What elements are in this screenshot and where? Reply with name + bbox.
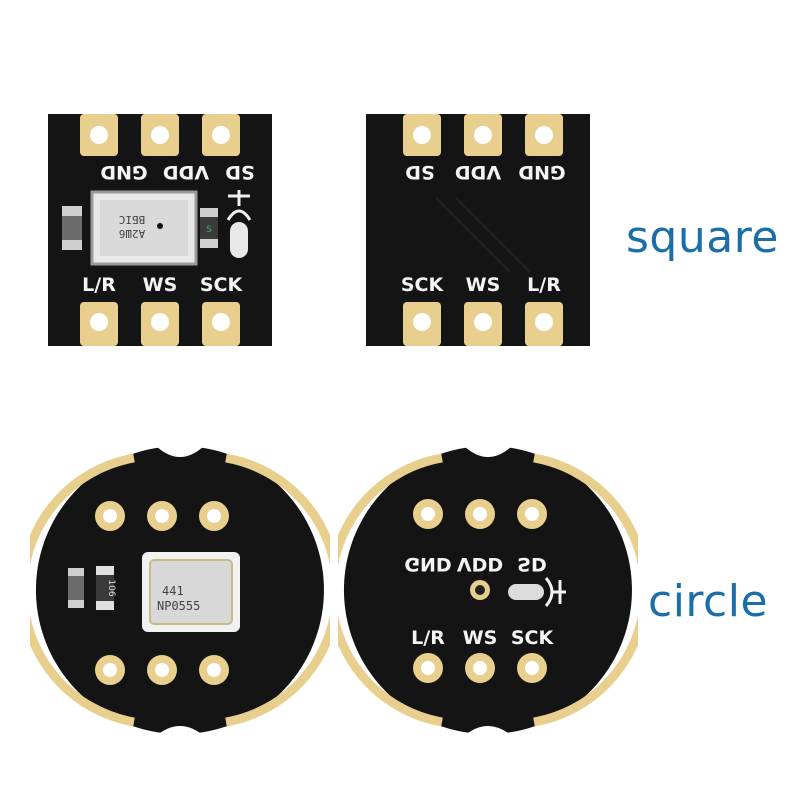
pin-label-ws: WS: [466, 274, 501, 296]
svg-text:106: 106: [106, 579, 116, 596]
svg-text:А2Ш6: А2Ш6: [119, 227, 146, 240]
pin-label-sck: SCK: [511, 627, 555, 649]
pin-label-lr: L/R: [82, 274, 116, 296]
circle-board-front: 106 441 NP0555: [30, 446, 330, 736]
pin-label-sck: SCK: [200, 274, 244, 296]
pin-label-gnd: GND: [100, 161, 147, 183]
pcb-trace: [434, 196, 532, 274]
board-notch: [464, 726, 512, 736]
pin-label-sck: SCK: [401, 274, 445, 296]
pin-label-ws: WS: [463, 627, 498, 649]
svg-text:S: S: [206, 225, 212, 235]
board-notch: [156, 446, 204, 457]
bottom-pads: [403, 302, 563, 346]
pin-label-sd: SD: [517, 553, 546, 575]
pin-label-vdd: VDD: [455, 161, 501, 183]
svg-text:NP0555: NP0555: [157, 599, 200, 613]
pin-label-sd: SD: [225, 161, 254, 183]
microphone-chip: ВБІС А2Ш6: [90, 190, 198, 266]
pin-label-ws: WS: [143, 274, 178, 296]
bottom-pads: [413, 653, 547, 683]
gold-ring-arc: [338, 453, 443, 727]
bottom-pads: [80, 302, 240, 346]
svg-text:441: 441: [162, 584, 184, 598]
pin-label-vdd: VDD: [163, 161, 209, 183]
gold-ring-arc: [30, 453, 135, 727]
circle-board-back: GND VDD SD L/R WS SCK: [338, 446, 638, 736]
square-board-back: SD VDD GND SCK WS L/R: [366, 114, 590, 346]
gold-ring-arc: [225, 453, 330, 727]
svg-text:ВБІС: ВБІС: [119, 213, 146, 226]
top-pads: [403, 114, 563, 156]
pin-label-lr: L/R: [411, 627, 445, 649]
resistor-component: [68, 568, 84, 608]
pin-label-gnd: GND: [518, 161, 565, 183]
board-notch: [464, 446, 512, 457]
caption-square: square: [626, 212, 779, 263]
bottom-pads: [95, 655, 229, 685]
gold-ring-arc: [533, 453, 638, 727]
top-pads: [95, 501, 229, 531]
microphone-symbol-icon: [508, 577, 566, 607]
caption-circle: circle: [648, 576, 769, 627]
top-pads: [413, 499, 547, 529]
pin-label-sd: SD: [405, 161, 434, 183]
microphone-chip: 441 NP0555: [142, 552, 240, 632]
pin-label-vdd: VDD: [457, 553, 503, 575]
board-notch: [156, 726, 204, 736]
capacitor-component: 106: [96, 566, 116, 610]
pin-label-lr: L/R: [527, 274, 561, 296]
pin-label-gnd: GND: [404, 553, 451, 575]
microphone-symbol-icon: [226, 190, 252, 258]
top-pads: [80, 114, 240, 156]
resistor-component: [62, 206, 82, 250]
square-board-front: GND VDD SD L/R WS SCK ВБІС А2Ш6 S: [48, 114, 272, 346]
capacitor-component: S: [200, 208, 218, 248]
